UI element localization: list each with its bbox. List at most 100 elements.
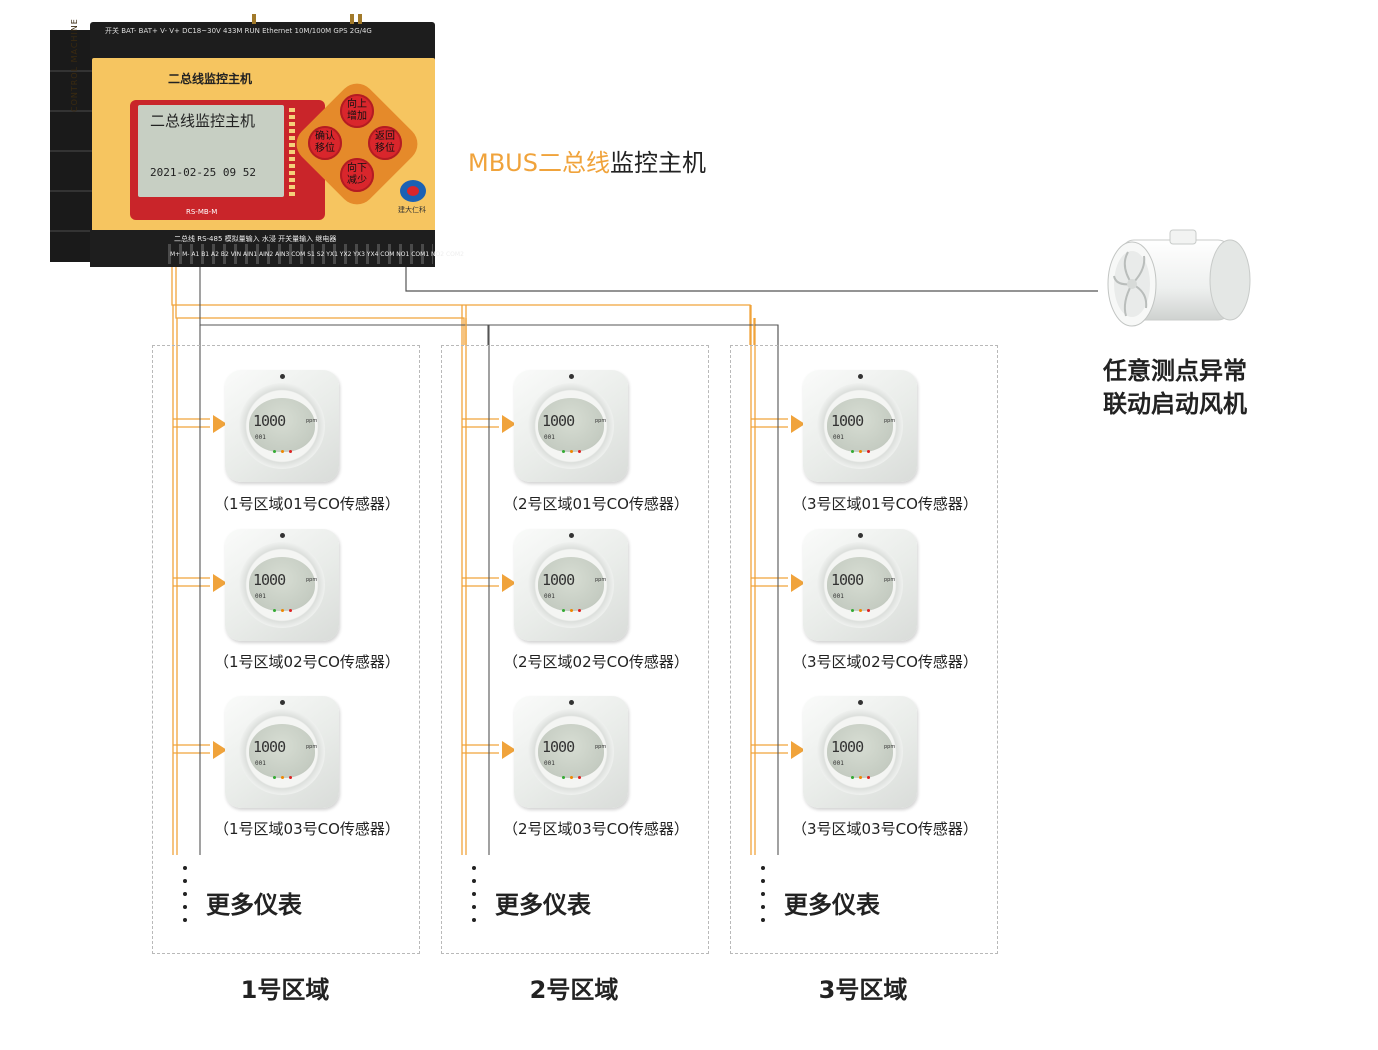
sensor-address: 001 [833,760,844,767]
wire-arrow [791,415,805,433]
back-button[interactable]: 返回移位 [368,126,402,160]
sensor-caption: （1号区域02号CO传感器） [214,653,400,671]
led-icon [859,609,862,612]
sensor-address: 001 [833,434,844,441]
sensor-reading: 1000 [831,412,864,430]
led-icon [859,450,862,453]
sensor-display [538,724,604,778]
sensor-reading: 1000 [542,412,575,430]
controller-device: 开关 BAT- BAT+ V- V+ DC18~30V 433M RUN Eth… [50,14,464,267]
co-sensor: 1000 ppm 001 [514,696,628,808]
led-icon [859,776,862,779]
controller-label-highlight: MBUS二总线 [468,149,610,177]
fan-icon [1107,229,1251,327]
wire-arrow [502,415,516,433]
sensor-display [249,724,315,778]
sensor-address: 001 [255,760,266,767]
zone-label: 2号区域 [529,976,619,1004]
led-icon [867,450,870,453]
more-dots [183,866,189,931]
led-icon [281,776,284,779]
sensor-caption: （2号区域01号CO传感器） [503,495,689,513]
led-icon [867,609,870,612]
sensor-indicator-hole [569,700,574,705]
led-icon [273,609,276,612]
sensor-unit: ppm [595,744,607,750]
sensor-unit: ppm [884,744,896,750]
wire-arrow [791,574,805,592]
wire [175,264,465,345]
sensor-caption: （3号区域03号CO传感器） [792,820,978,838]
sensor-caption: （3号区域01号CO传感器） [792,495,978,513]
up-button[interactable]: 向上增加 [340,94,374,128]
led-icon [578,609,581,612]
led-icon [281,450,284,453]
sensor-reading: 1000 [253,412,286,430]
led-icon [289,776,292,779]
co-sensor: 1000 ppm 001 [225,370,339,482]
co-sensor: 1000 ppm 001 [225,529,339,641]
sensor-reading: 1000 [253,738,286,756]
wire [199,264,779,345]
brand-logo [400,180,426,202]
sensor-indicator-hole [858,533,863,538]
led-icon [281,609,284,612]
more-dots [472,866,478,931]
zone-label: 3号区域 [818,976,908,1004]
fan-caption-line2: 联动启动风机 [1103,390,1247,418]
led-icon [570,776,573,779]
wire-arrow [502,741,516,759]
led-icon [851,609,854,612]
sensor-display [249,557,315,611]
sensor-caption: （1号区域01号CO传感器） [214,495,400,513]
wire-arrow [213,415,227,433]
led-icon [562,450,565,453]
co-sensor: 1000 ppm 001 [225,696,339,808]
sensor-display [827,557,893,611]
more-meters-label: 更多仪表 [495,891,591,919]
sensor-address: 001 [544,593,555,600]
wire-arrow [791,741,805,759]
lcd-title: 二总线监控主机 [150,112,256,130]
wire-arrow [213,741,227,759]
led-icon [289,450,292,453]
sensor-display [538,398,604,452]
more-meters-label: 更多仪表 [784,891,880,919]
terminal-pin-labels: M+ M- A1 B1 A2 B2 VIN AIN1 AIN2 AIN3 COM… [170,251,464,258]
sensor-reading: 1000 [831,571,864,589]
sensor-reading: 1000 [542,738,575,756]
co-sensor: 1000 ppm 001 [514,370,628,482]
led-icon [570,609,573,612]
led-icon [851,776,854,779]
co-sensor: 1000 ppm 001 [514,529,628,641]
sensor-caption: （2号区域03号CO传感器） [503,820,689,838]
sensor-display [827,398,893,452]
sensor-caption: （3号区域02号CO传感器） [792,653,978,671]
led-icon [289,609,292,612]
zone-3-box [730,345,998,954]
confirm-button[interactable]: 确认移位 [308,126,342,160]
sensor-address: 001 [833,593,844,600]
sensor-display [827,724,893,778]
led-icon [867,776,870,779]
sensor-unit: ppm [595,418,607,424]
device-top-panel [90,14,435,60]
down-button[interactable]: 向下减少 [340,158,374,192]
sensor-indicator-hole [858,374,863,379]
sensor-address: 001 [255,593,266,600]
zone-label: 1号区域 [240,976,330,1004]
terminal-group-labels: 二总线 RS-485 模拟量输入 水浸 开关量输入 继电器 [174,235,337,243]
sensor-caption: （2号区域02号CO传感器） [503,653,689,671]
led-icon [851,450,854,453]
sensor-display [538,557,604,611]
sensor-indicator-hole [569,533,574,538]
sensor-display [249,398,315,452]
controller-label: MBUS二总线监控主机 [468,143,706,178]
co-sensor: 1000 ppm 001 [803,529,917,641]
more-meters-label: 更多仪表 [206,891,302,919]
sensor-address: 001 [544,760,555,767]
sensor-indicator-hole [280,374,285,379]
wire [171,264,751,345]
led-icon [273,450,276,453]
